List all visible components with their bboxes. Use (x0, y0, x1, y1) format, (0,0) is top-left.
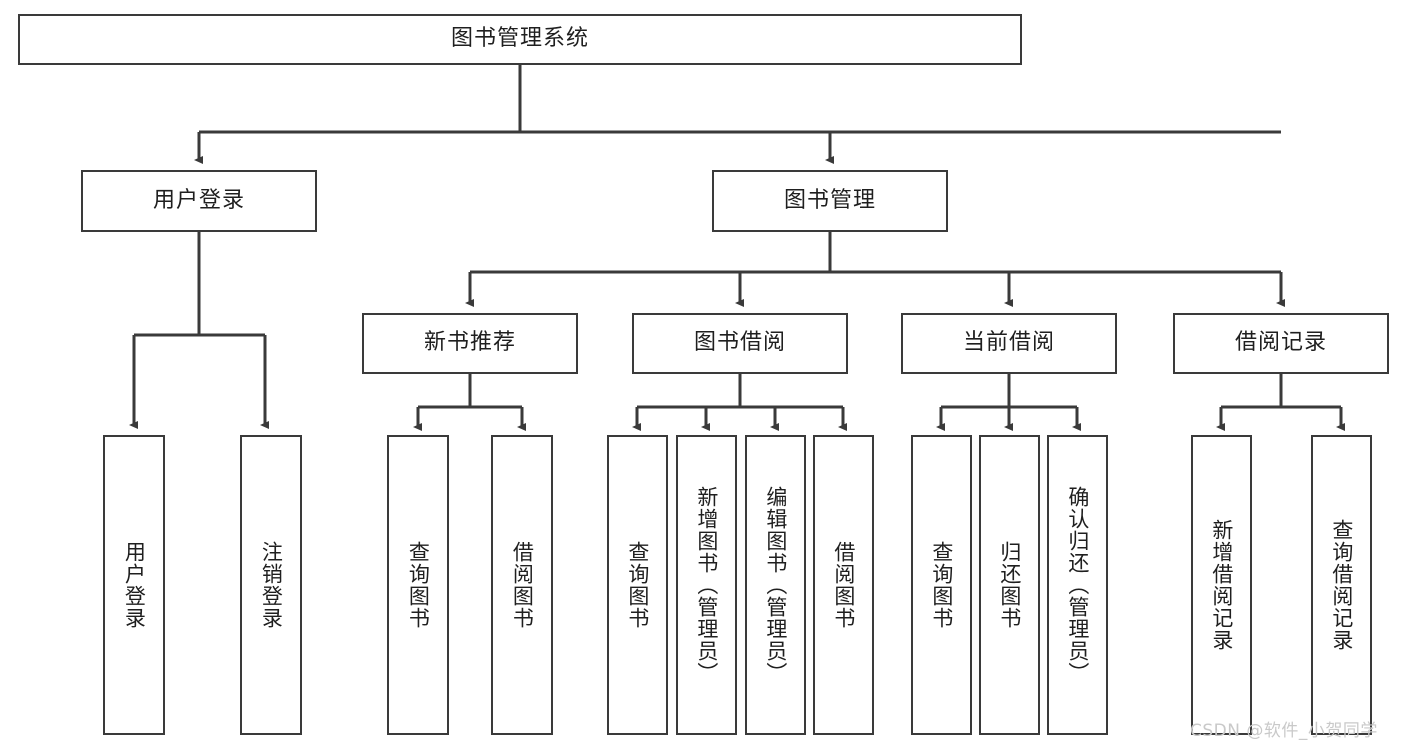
leaf-query-borrow-record[interactable]: 查询借阅记录 (1311, 435, 1372, 735)
node-label: 图书管理系统 (450, 26, 589, 52)
node-label: 查询借阅记录 (1329, 519, 1354, 651)
node-label: 借阅图书 (510, 541, 535, 629)
node-label: 图书借阅 (693, 330, 786, 356)
leaf-borrow-book-2[interactable]: 借阅图书 (813, 435, 874, 735)
leaf-query-book-3[interactable]: 查询图书 (911, 435, 972, 735)
node-current-borrow[interactable]: 当前借阅 (901, 313, 1117, 374)
node-new-book-recommend[interactable]: 新书推荐 (362, 313, 578, 374)
node-label: 确认归还（管理员） (1065, 486, 1090, 684)
leaf-logout-login[interactable]: 注销登录 (240, 435, 302, 735)
node-label: 图书管理 (783, 187, 876, 213)
node-label: 查询图书 (406, 541, 431, 629)
leaf-confirm-return[interactable]: 确认归还（管理员） (1047, 435, 1108, 735)
leaf-query-book-2[interactable]: 查询图书 (607, 435, 668, 735)
node-label: 当前借阅 (962, 330, 1055, 356)
node-label: 用户登录 (152, 187, 245, 213)
leaf-add-book[interactable]: 新增图书（管理员） (676, 435, 737, 735)
node-label: 新书推荐 (423, 330, 516, 356)
leaf-user-login[interactable]: 用户登录 (103, 435, 165, 735)
node-label: 新增借阅记录 (1209, 519, 1234, 651)
node-label: 归还图书 (997, 541, 1022, 629)
node-book-management[interactable]: 图书管理 (712, 170, 948, 232)
node-label: 查询图书 (625, 541, 650, 629)
node-label: 注销登录 (259, 541, 284, 629)
node-label: 查询图书 (929, 541, 954, 629)
node-label: 新增图书（管理员） (694, 486, 719, 684)
node-book-borrow[interactable]: 图书借阅 (632, 313, 848, 374)
node-book-management-system[interactable]: 图书管理系统 (18, 14, 1022, 65)
node-label: 编辑图书（管理员） (763, 486, 788, 684)
node-user-login[interactable]: 用户登录 (81, 170, 317, 232)
leaf-borrow-book-1[interactable]: 借阅图书 (491, 435, 553, 735)
node-label: 借阅图书 (831, 541, 856, 629)
leaf-return-book[interactable]: 归还图书 (979, 435, 1040, 735)
leaf-query-book-1[interactable]: 查询图书 (387, 435, 449, 735)
leaf-add-borrow-record[interactable]: 新增借阅记录 (1191, 435, 1252, 735)
node-label: 借阅记录 (1234, 330, 1327, 356)
node-label: 用户登录 (122, 541, 147, 629)
leaf-edit-book[interactable]: 编辑图书（管理员） (745, 435, 806, 735)
node-borrow-record[interactable]: 借阅记录 (1173, 313, 1389, 374)
csdn-watermark: CSDN @软件_小贺同学 (1190, 721, 1378, 741)
